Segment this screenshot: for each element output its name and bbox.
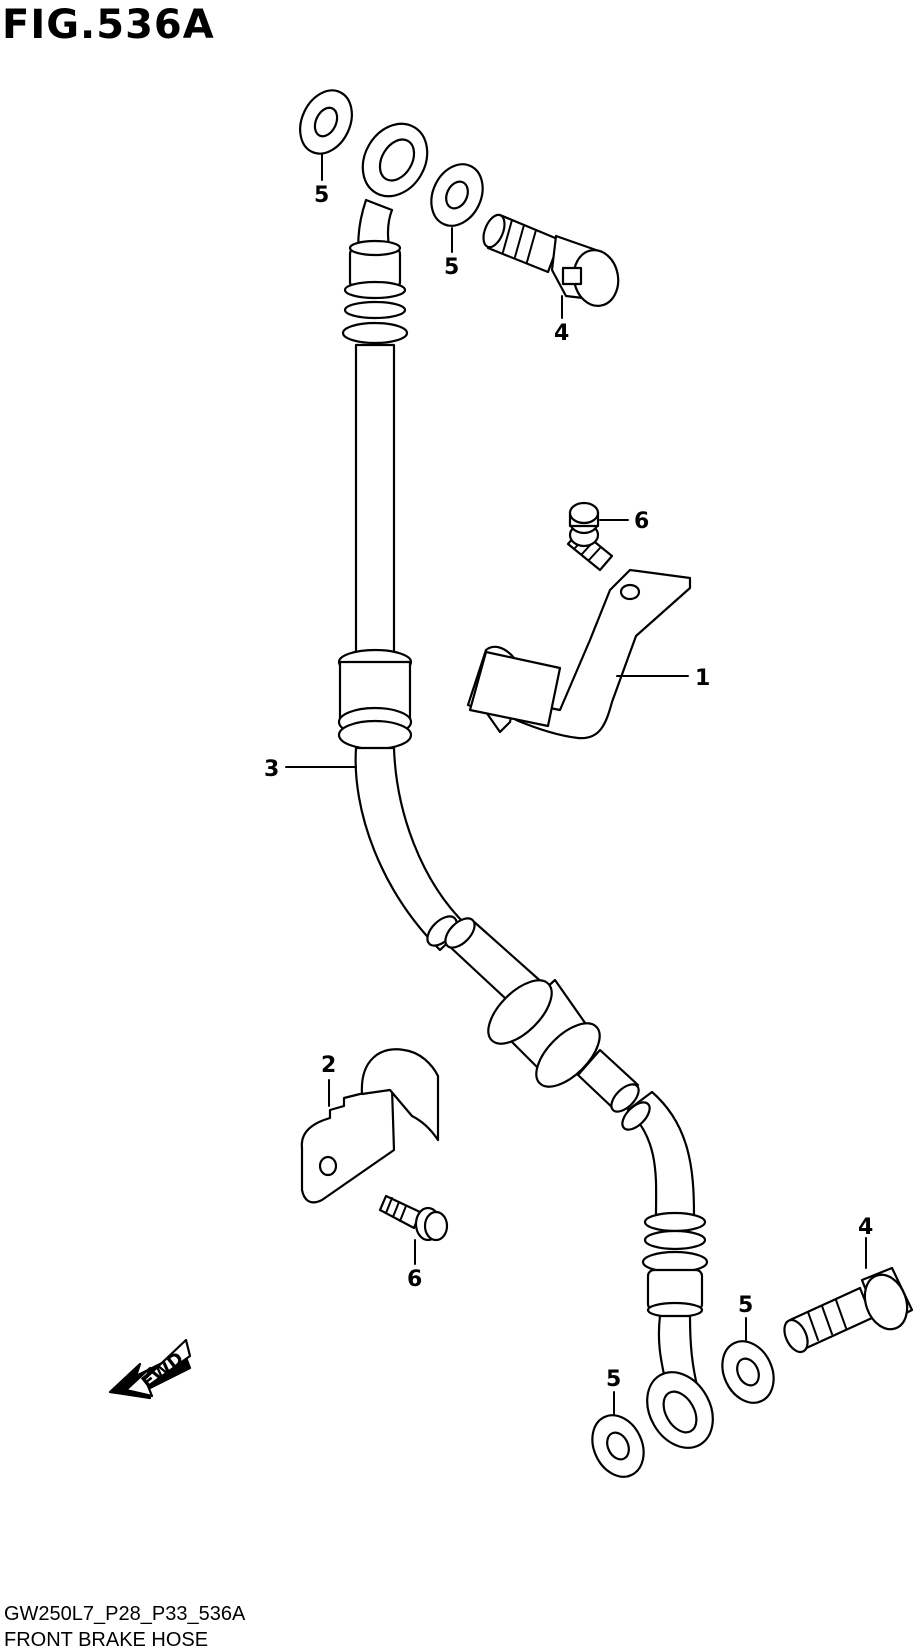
callout-6-bottom: 6 — [407, 1267, 422, 1292]
callout-5-d: 5 — [606, 1367, 621, 1392]
clamp-2 — [300, 1048, 440, 1204]
callout-5-b: 5 — [444, 255, 459, 280]
bolt-6-bottom — [378, 1194, 449, 1242]
front-brake-hose-diagram: 5 5 4 — [108, 89, 913, 1478]
fwd-arrow: FWD — [108, 1338, 192, 1400]
washer-5-bottom-left — [591, 1414, 645, 1478]
washer-5-bottom-right — [721, 1340, 775, 1404]
diagram-name: FRONT BRAKE HOSE — [4, 1629, 209, 1651]
figure-title: FIG.536A — [2, 2, 215, 48]
banjo-bolt-4-bottom — [783, 1266, 913, 1354]
brake-hose-3 — [337, 239, 709, 1397]
callout-4-bottom: 4 — [858, 1215, 873, 1240]
bracket-1 — [466, 568, 692, 740]
washer-5-top-right — [430, 163, 484, 227]
banjo-fitting-bottom — [646, 1371, 714, 1449]
banjo-bolt-4-top — [482, 213, 620, 307]
callout-5-a: 5 — [314, 183, 329, 208]
banjo-fitting-top — [357, 122, 429, 260]
bolt-6-top — [566, 501, 614, 572]
callout-1: 1 — [695, 666, 710, 691]
callout-6-top: 6 — [634, 509, 649, 534]
callout-4-top: 4 — [554, 321, 569, 346]
callout-2: 2 — [321, 1053, 336, 1078]
washer-5-top-left — [299, 89, 353, 155]
diagram-code: GW250L7_P28_P33_536A — [4, 1603, 246, 1625]
callout-5-c: 5 — [738, 1293, 753, 1318]
callout-3: 3 — [264, 757, 279, 782]
